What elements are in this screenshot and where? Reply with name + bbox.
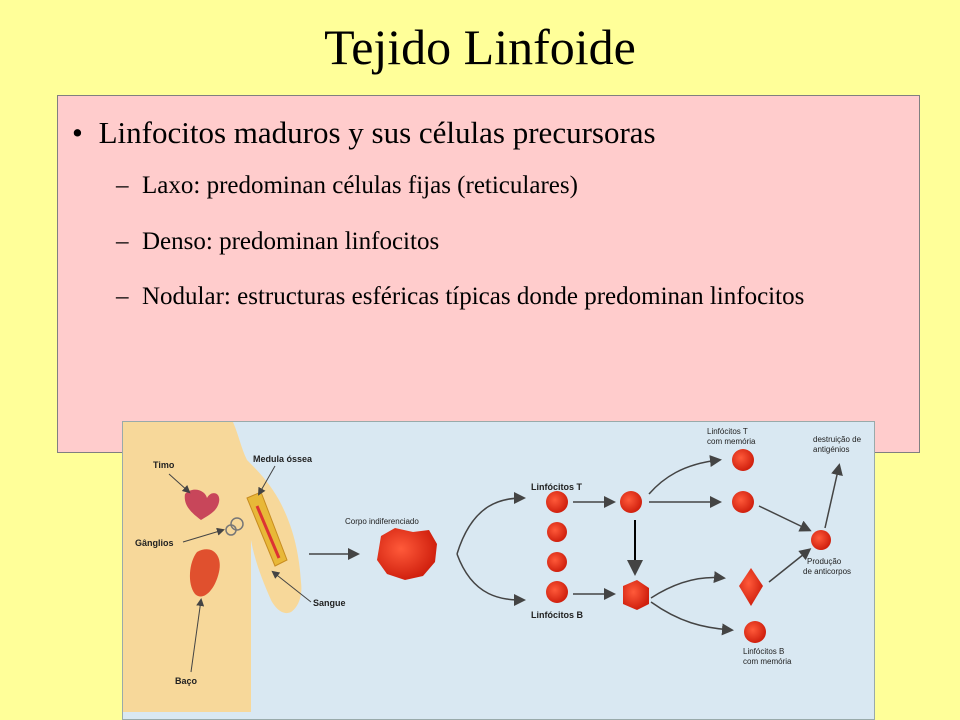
label-ganglios: Gânglios <box>135 538 174 548</box>
slide-title: Tejido Linfoide <box>324 19 636 75</box>
bullet-marker: • <box>72 115 83 150</box>
subitem-text: Nodular: estructuras esféricas típicas d… <box>142 283 805 310</box>
label-medula: Medula óssea <box>253 454 313 464</box>
thymus-shape <box>184 489 220 520</box>
dash: – <box>116 283 129 310</box>
t-memory-cell <box>732 449 754 471</box>
main-bullet: • Linfocitos maduros y sus células precu… <box>72 114 656 152</box>
label-t-mem-2: com memória <box>707 437 756 446</box>
bullet-text: Linfocitos maduros y sus células precurs… <box>98 115 656 150</box>
label-linf-b: Linfócitos B <box>531 610 583 620</box>
subitem-denso: – Denso: predominan linfocitos <box>116 224 816 259</box>
label-t-mem-1: Linfócitos T <box>707 427 748 436</box>
antigen-target-cell <box>811 530 831 550</box>
t-effector-cell <box>732 491 754 513</box>
label-timo: Timo <box>153 460 175 470</box>
plasma-cell <box>739 568 763 606</box>
dash: – <box>116 228 129 255</box>
label-sangue: Sangue <box>313 598 346 608</box>
label-prod-1: Produção <box>807 557 842 566</box>
subitem-nodular: – Nodular: estructuras esféricas típicas… <box>116 279 816 314</box>
lymphocyte-diagram: Timo Medula óssea Gânglios Sangue Baço C… <box>122 421 875 720</box>
b-cell <box>546 581 568 603</box>
b-memory-cell <box>744 621 766 643</box>
cell <box>547 522 567 542</box>
label-corpo: Corpo indiferenciado <box>345 517 419 526</box>
label-linf-t: Linfócitos T <box>531 482 582 492</box>
cell <box>547 552 567 572</box>
b-cell-activated <box>623 580 649 610</box>
label-destr-2: antigénios <box>813 445 849 454</box>
content-box: • Linfocitos maduros y sus células precu… <box>57 95 920 453</box>
label-prod-2: de anticorpos <box>803 567 851 576</box>
t-cell-activated <box>620 491 642 513</box>
subitem-laxo: – Laxo: predominan células fijas (reticu… <box>116 168 816 203</box>
label-b-mem-2: com memória <box>743 657 792 666</box>
subitem-text: Laxo: predominan células fijas (reticula… <box>142 172 578 199</box>
label-b-mem-1: Linfócitos B <box>743 647 784 656</box>
diagram-svg: Timo Medula óssea Gânglios Sangue Baço C… <box>123 422 862 712</box>
spleen-shape <box>189 549 220 597</box>
dash: – <box>116 172 129 199</box>
subitem-text: Denso: predominan linfocitos <box>142 228 440 255</box>
t-cell <box>546 491 568 513</box>
label-destr-1: destruição de <box>813 435 862 444</box>
label-baco: Baço <box>175 676 198 686</box>
undifferentiated-cell <box>377 528 437 580</box>
